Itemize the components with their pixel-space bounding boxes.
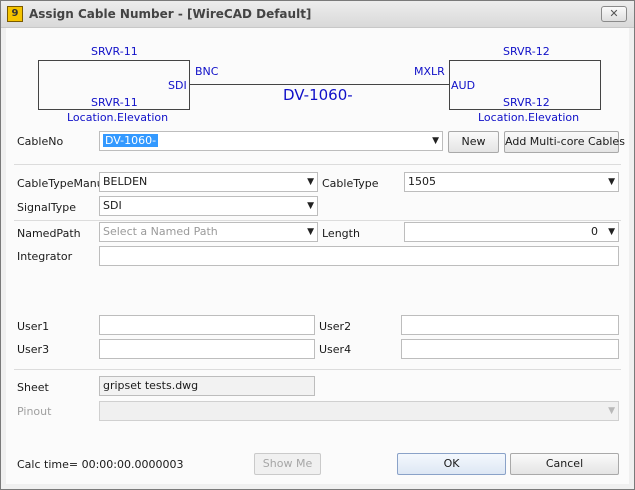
connection-diagram: SRVR-11 SDI SRVR-11 Location.Elevation B… <box>6 28 629 124</box>
cableno-label: CableNo <box>17 135 64 148</box>
user2-input[interactable] <box>401 315 619 335</box>
calc-time-label: Calc time= 00:00:00.0000003 <box>17 458 184 471</box>
close-button[interactable]: ✕ <box>601 6 627 22</box>
cable-type-manu-label: CableTypeManu <box>17 177 104 190</box>
length-label: Length <box>322 227 360 240</box>
destination-connector-label: MXLR <box>414 65 445 78</box>
destination-port-label: AUD <box>451 79 476 92</box>
source-port-label: SDI <box>168 79 187 92</box>
chevron-down-icon: ▼ <box>608 406 615 416</box>
destination-top-label: SRVR-12 <box>503 45 550 58</box>
destination-bottom-label: SRVR-12 <box>503 96 550 109</box>
section-divider <box>14 220 621 221</box>
sheet-label: Sheet <box>17 381 49 394</box>
section-divider <box>14 164 621 165</box>
cable-wire <box>189 84 449 85</box>
dialog-body: SRVR-11 SDI SRVR-11 Location.Elevation B… <box>6 28 629 484</box>
app-logo-icon: 9 <box>7 6 23 22</box>
show-me-button[interactable]: Show Me <box>254 453 321 475</box>
user1-input[interactable] <box>99 315 315 335</box>
user4-label: User4 <box>319 343 352 356</box>
user1-label: User1 <box>17 320 50 333</box>
cable-type-manu-value: BELDEN <box>103 175 148 188</box>
chevron-down-icon[interactable]: ▼ <box>307 177 314 187</box>
cancel-button[interactable]: Cancel <box>510 453 619 475</box>
sheet-field: gripset tests.dwg <box>99 376 315 396</box>
window-title: Assign Cable Number - [WireCAD Default] <box>29 7 312 21</box>
user3-input[interactable] <box>99 339 315 359</box>
add-multicore-cables-button[interactable]: Add Multi-core Cables <box>504 131 625 153</box>
chevron-down-icon[interactable]: ▼ <box>432 136 439 146</box>
cable-type-value: 1505 <box>408 175 436 188</box>
chevron-down-icon[interactable]: ▼ <box>608 177 615 187</box>
named-path-label: NamedPath <box>17 227 81 240</box>
signal-type-combo[interactable]: SDI ▼ <box>99 196 318 216</box>
cable-type-combo[interactable]: 1505 ▼ <box>404 172 619 192</box>
ok-button[interactable]: OK <box>397 453 506 475</box>
section-divider <box>14 369 621 370</box>
user2-label: User2 <box>319 320 352 333</box>
cableno-value: DV-1060- <box>103 134 159 147</box>
integrator-label: Integrator <box>17 250 73 263</box>
signal-type-label: SignalType <box>17 201 77 214</box>
signal-type-value: SDI <box>103 199 122 212</box>
destination-device-box <box>449 60 601 110</box>
named-path-placeholder: Select a Named Path <box>103 225 218 238</box>
length-value: 0 <box>591 225 598 238</box>
chevron-down-icon[interactable]: ▼ <box>307 201 314 211</box>
named-path-combo[interactable]: Select a Named Path ▼ <box>99 222 318 242</box>
title-bar[interactable]: 9 Assign Cable Number - [WireCAD Default… <box>1 1 634 28</box>
cable-number-label: DV-1060- <box>283 86 353 104</box>
integrator-input[interactable] <box>99 246 619 266</box>
pinout-combo: ▼ <box>99 401 619 421</box>
pinout-label: Pinout <box>17 405 52 418</box>
destination-location-label: Location.Elevation <box>478 111 580 124</box>
source-device-box <box>38 60 190 110</box>
chevron-down-icon[interactable]: ▼ <box>307 227 314 237</box>
source-location-label: Location.Elevation <box>67 111 169 124</box>
user4-input[interactable] <box>401 339 619 359</box>
cable-type-manu-combo[interactable]: BELDEN ▼ <box>99 172 318 192</box>
length-spinner[interactable]: 0 ▼ <box>404 222 619 242</box>
cableno-combo[interactable]: DV-1060- ▼ <box>99 131 443 151</box>
user3-label: User3 <box>17 343 50 356</box>
cable-type-label: CableType <box>322 177 379 190</box>
source-connector-label: BNC <box>195 65 219 78</box>
new-button[interactable]: New <box>448 131 499 153</box>
source-top-label: SRVR-11 <box>91 45 138 58</box>
source-bottom-label: SRVR-11 <box>91 96 138 109</box>
chevron-down-icon[interactable]: ▼ <box>608 227 615 237</box>
